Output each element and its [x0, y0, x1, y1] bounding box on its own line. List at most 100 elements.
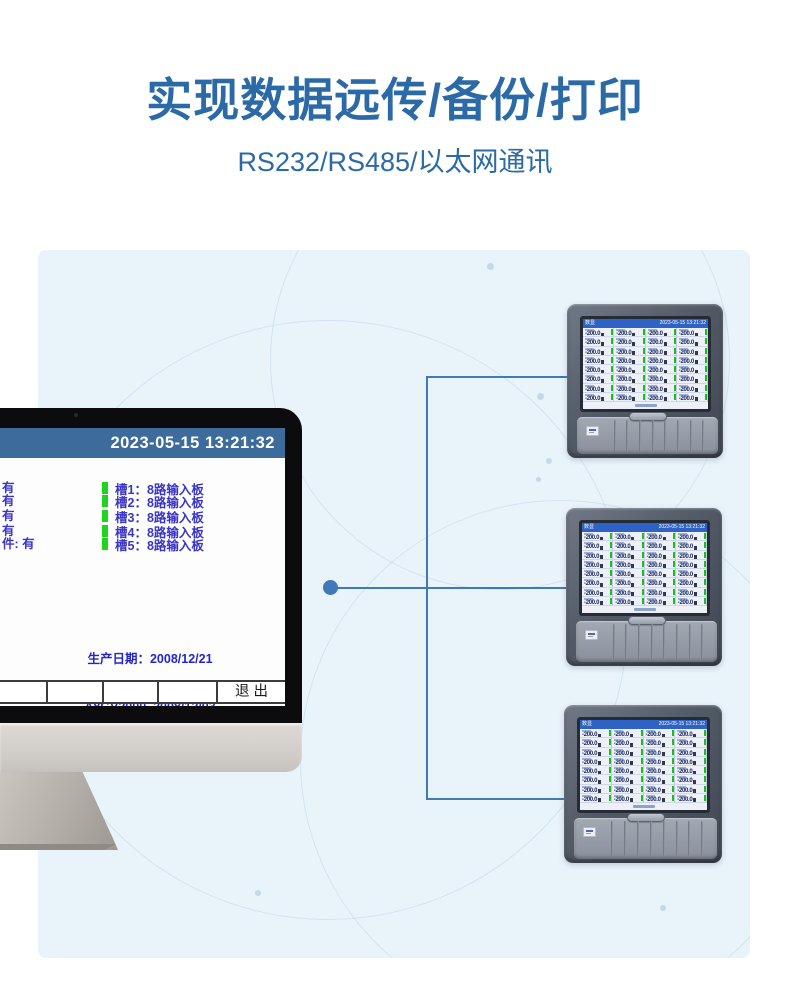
- slot-label: 槽1：8路输入板: [115, 482, 204, 497]
- channel-cell: -200.0: [583, 374, 615, 384]
- channel-cell: -200.0: [676, 383, 708, 393]
- channel-label-bar: [613, 757, 623, 760]
- alarm-flag-icon: [694, 351, 698, 355]
- channel-value: -200.0: [678, 349, 695, 356]
- channel-value: -200.0: [647, 340, 664, 347]
- channel-cell: -200.0: [580, 775, 612, 785]
- alarm-flag-icon: [598, 733, 602, 738]
- channel-value: -200.0: [678, 368, 695, 374]
- channel-label-bar: [645, 739, 655, 742]
- channel-cell: -200.0: [644, 559, 676, 569]
- channel-cell: -200.0: [675, 756, 707, 766]
- channel-label-bar: [582, 776, 591, 779]
- channel-label-bar: [677, 579, 687, 582]
- webcam-dot-icon: [74, 413, 78, 417]
- channel-label-bar: [615, 579, 625, 582]
- channel-cell: -200.0: [582, 559, 614, 569]
- channel-value: -200.0: [584, 572, 600, 578]
- channel-value: -200.0: [584, 590, 600, 597]
- alarm-flag-icon: [598, 752, 602, 756]
- channel-value: -200.0: [677, 599, 694, 606]
- channel-value: -200.0: [582, 741, 598, 748]
- channel-cell: -200.0: [675, 541, 707, 551]
- alarm-flag-icon: [693, 555, 697, 559]
- alarm-flag-icon: [631, 582, 635, 587]
- channel-label-bar: [647, 338, 657, 341]
- channel-label-bar: [678, 347, 688, 350]
- alarm-flag-icon: [601, 388, 605, 392]
- channel-cell: -200.0: [614, 337, 646, 347]
- channel-cell: -200.0: [582, 587, 614, 597]
- channel-value: -200.0: [645, 769, 662, 775]
- channel-label-bar: [585, 338, 594, 341]
- channel-label-bar: [678, 393, 688, 396]
- channel-label-bar: [615, 533, 625, 535]
- channel-label-bar: [646, 597, 656, 600]
- desktop-monitor: 2023-05-15 13:21:32 有 有 有 有 件: 有 槽1：8路输入…: [0, 408, 302, 858]
- channel-value: -200.0: [613, 787, 630, 794]
- channel-value: -200.0: [645, 787, 662, 794]
- alarm-flag-icon: [600, 573, 604, 578]
- channel-cell: -200.0: [645, 374, 677, 384]
- exit-button[interactable]: 退出: [235, 684, 272, 700]
- channel-cell: -200.0: [580, 756, 612, 766]
- vent-rib: [651, 420, 654, 451]
- alarm-flag-icon: [632, 378, 636, 383]
- channel-label-bar: [646, 588, 656, 591]
- channel-cell: -200.0: [583, 365, 615, 375]
- channel-label-bar: [615, 588, 625, 591]
- channel-value: -200.0: [677, 787, 693, 794]
- alarm-flag-icon: [663, 378, 667, 383]
- channel-cell: -200.0: [613, 587, 645, 597]
- channel-value: -200.0: [646, 553, 663, 560]
- channel-value: -200.0: [584, 562, 600, 569]
- channel-label-bar: [677, 560, 687, 563]
- status-led-icon: [102, 482, 108, 494]
- channel-label-bar: [585, 356, 594, 359]
- channel-label-bar: [613, 785, 623, 788]
- vent-rib: [664, 420, 667, 451]
- alarm-flag-icon: [663, 351, 667, 355]
- channel-label-bar: [646, 579, 656, 582]
- alarm-flag-icon: [632, 369, 636, 374]
- vent-rib: [689, 420, 692, 451]
- recorder-screen-bezel: 数显 2023-05-15 13:21:32 -200.0-200.0-200.…: [577, 717, 710, 813]
- paperless-recorder-2: 数显 2023-05-15 13:21:32 -200.0-200.0-200.…: [566, 508, 722, 666]
- connector-line-middle: [330, 587, 568, 589]
- channel-label-bar: [647, 393, 657, 396]
- connector-line-top: [426, 376, 568, 378]
- recorder-screen-footer: [582, 606, 707, 613]
- channel-grid: -200.0-200.0-200.0-200.0-200.0-200.0-200…: [580, 729, 707, 803]
- alarm-flag-icon: [694, 360, 698, 364]
- channel-cell: -200.0: [611, 793, 644, 803]
- channel-cell: -200.0: [675, 747, 707, 757]
- channel-cell: -200.0: [675, 738, 707, 748]
- vent-rib: [649, 821, 652, 856]
- paperless-recorder-1: 数显 2023-05-15 13:21:32 -200.0-200.0-200.…: [567, 304, 723, 458]
- vent-rib: [701, 821, 704, 856]
- recorder-frame: 数显 2023-05-15 13:21:32 -200.0-200.0-200.…: [567, 304, 723, 458]
- channel-label-bar: [584, 560, 593, 563]
- vent-rib: [613, 420, 616, 451]
- channel-value: -200.0: [613, 769, 630, 775]
- decor-dot: [487, 263, 494, 270]
- channel-label-bar: [645, 748, 655, 751]
- channel-label-bar: [613, 748, 623, 751]
- decor-dot: [537, 393, 544, 400]
- channel-cell: -200.0: [611, 747, 644, 757]
- channel-label-bar: [677, 542, 687, 545]
- label-plate: [583, 827, 596, 837]
- channel-value: -200.0: [677, 759, 693, 766]
- channel-value: -200.0: [616, 331, 632, 337]
- recorder-screen: 数显 2023-05-15 13:21:32 -200.0-200.0-200.…: [580, 720, 707, 810]
- door-handle: [626, 813, 665, 822]
- alarm-flag-icon: [694, 397, 698, 401]
- channel-value: -200.0: [677, 562, 694, 569]
- channel-value: -200.0: [678, 358, 695, 365]
- channel-cell: -200.0: [644, 541, 676, 551]
- channel-value: -200.0: [677, 544, 694, 551]
- alarm-flag-icon: [661, 798, 665, 802]
- channel-value: -200.0: [613, 732, 630, 738]
- decor-dot: [255, 890, 261, 896]
- recorder-datetime: 2023-05-15 13:21:32: [659, 320, 706, 326]
